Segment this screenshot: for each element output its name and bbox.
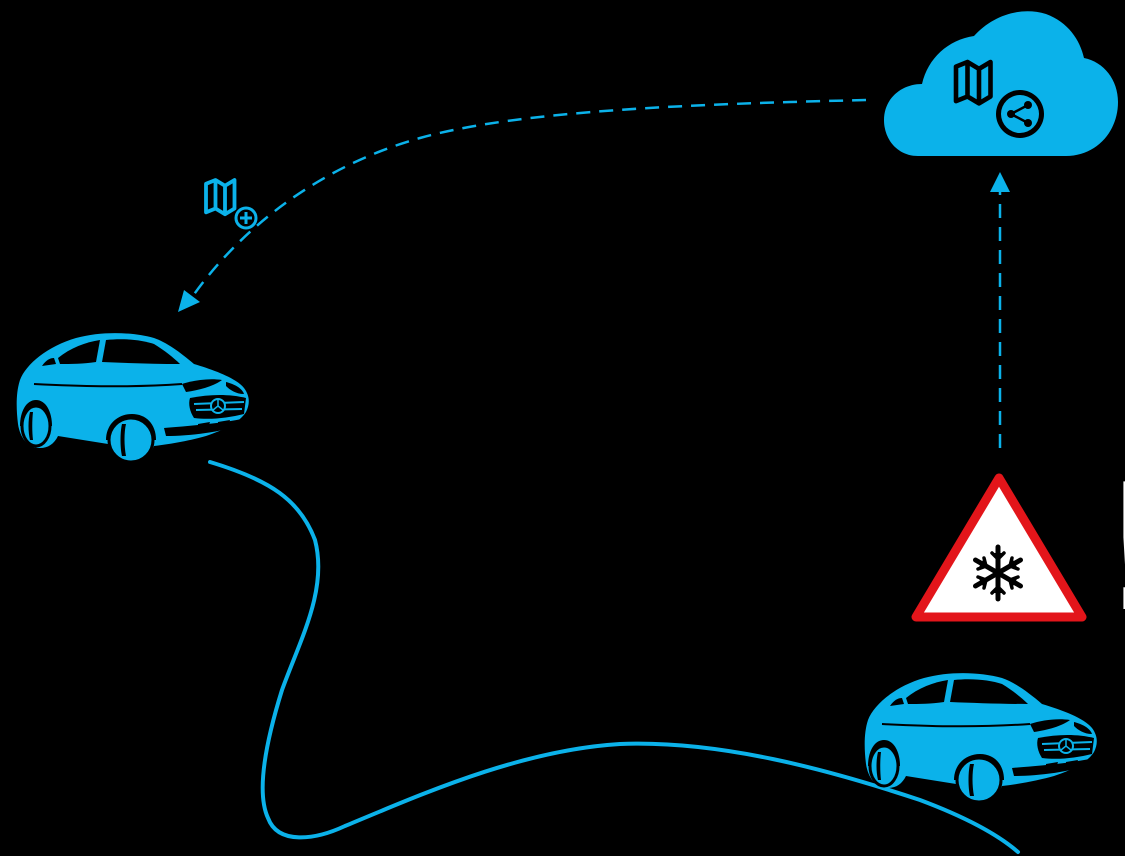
road-line [210,462,1018,852]
receiving-car-icon [17,333,249,462]
alert-exclamation-mark: ! [1097,462,1125,637]
map-add-icon [206,180,258,230]
reporting-car-icon [865,673,1097,802]
upload-arrowhead [990,172,1010,192]
cloud-map-share-icon [884,11,1118,156]
download-arrowhead [178,290,200,312]
snow-warning-sign-icon [916,478,1082,617]
download-arrow [190,100,866,300]
